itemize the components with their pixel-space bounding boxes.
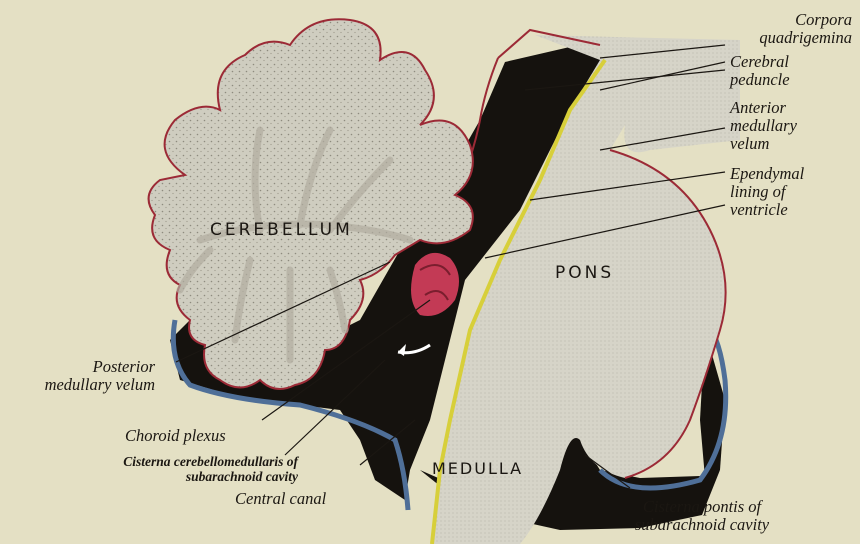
label-ependymal-lining: Ependymal lining of ventricle	[730, 165, 804, 219]
label-line: Posterior	[5, 358, 155, 376]
label-cerebral-peduncle: Cerebral peduncle	[730, 53, 790, 89]
label-line: Cisterna cerebellomedullaris of	[38, 454, 298, 469]
label-choroid-plexus: Choroid plexus	[125, 427, 226, 445]
label-line: velum	[730, 135, 797, 153]
label-line: subarachnoid cavity	[612, 516, 792, 534]
label-line: subarachnoid cavity	[38, 469, 298, 484]
label-posterior-medullary-velum: Posterior medullary velum	[5, 358, 155, 394]
label-line: ventricle	[730, 201, 804, 219]
label-cisterna-cerebellomedullaris: Cisterna cerebellomedullaris of subarach…	[38, 454, 298, 484]
label-line: quadrigemina	[732, 29, 852, 47]
label-line: medullary velum	[5, 376, 155, 394]
label-line: lining of	[730, 183, 804, 201]
cerebellum-label: CEREBELLUM	[210, 220, 353, 240]
label-line: Cisterna pontis of	[612, 498, 792, 516]
label-corpora-quadrigemina: Corpora quadrigemina	[732, 11, 852, 47]
label-line: Corpora	[732, 11, 852, 29]
label-cisterna-pontis: Cisterna pontis of subarachnoid cavity	[612, 498, 792, 534]
label-line: peduncle	[730, 71, 790, 89]
label-line: Cerebral	[730, 53, 790, 71]
pons-label: PONS	[555, 263, 614, 283]
label-central-canal: Central canal	[235, 490, 326, 508]
label-line: Anterior	[730, 99, 797, 117]
medulla-label: MEDULLA	[432, 459, 523, 478]
label-anterior-medullary-velum: Anterior medullary velum	[730, 99, 797, 153]
label-line: Ependymal	[730, 165, 804, 183]
label-line: medullary	[730, 117, 797, 135]
